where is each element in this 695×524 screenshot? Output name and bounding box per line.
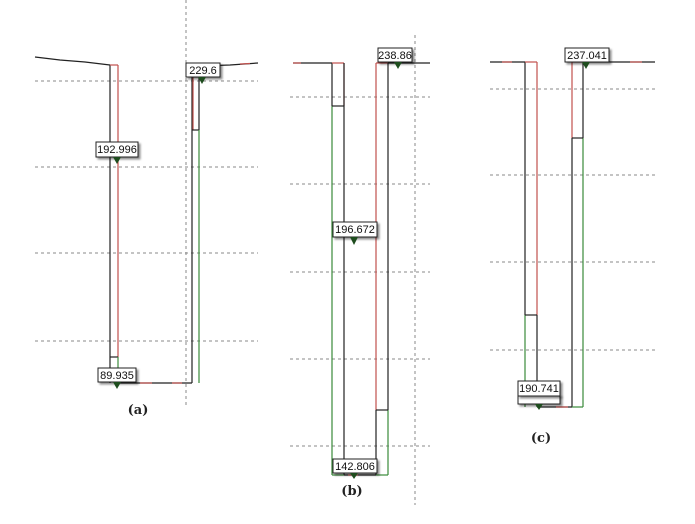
candle-1	[524, 61, 538, 407]
label-c-1: 237.041	[564, 47, 610, 69]
price-line-left	[34, 56, 111, 66]
label-b-2: 196.672	[332, 221, 378, 245]
panel-b: 238.86 196.672 142.806 (b)	[290, 35, 430, 505]
candle-1	[331, 62, 345, 476]
label-text: 89.935	[100, 370, 134, 382]
panel-c: 237.041 190.741 (c)	[490, 47, 655, 446]
label-text: 190.741	[519, 383, 559, 395]
label-text: 192.996	[97, 144, 137, 156]
candle-1	[109, 64, 119, 383]
label-text: 237.041	[567, 50, 607, 62]
label-a-3: 89.935	[97, 367, 137, 389]
label-text: 229.6	[189, 65, 217, 77]
candle-2	[191, 76, 200, 383]
label-b-1: 238.86	[377, 47, 413, 69]
label-text: 142.806	[335, 461, 375, 473]
caption-c: (c)	[531, 431, 551, 446]
label-c-2: 190.741	[517, 380, 561, 410]
gridlines	[290, 35, 430, 505]
candle-2	[375, 62, 389, 476]
label-text: 196.672	[335, 224, 375, 236]
label-a-1: 192.996	[95, 141, 139, 164]
panel-a: 192.996 229.6 89.935 (a)	[34, 0, 259, 418]
caption-b: (b)	[341, 484, 362, 499]
candle-2	[571, 61, 584, 408]
caption-a: (a)	[128, 403, 149, 418]
label-text: 238.86	[378, 50, 412, 62]
label-b-3: 142.806	[332, 458, 378, 479]
label-a-2: 229.6	[185, 62, 221, 84]
